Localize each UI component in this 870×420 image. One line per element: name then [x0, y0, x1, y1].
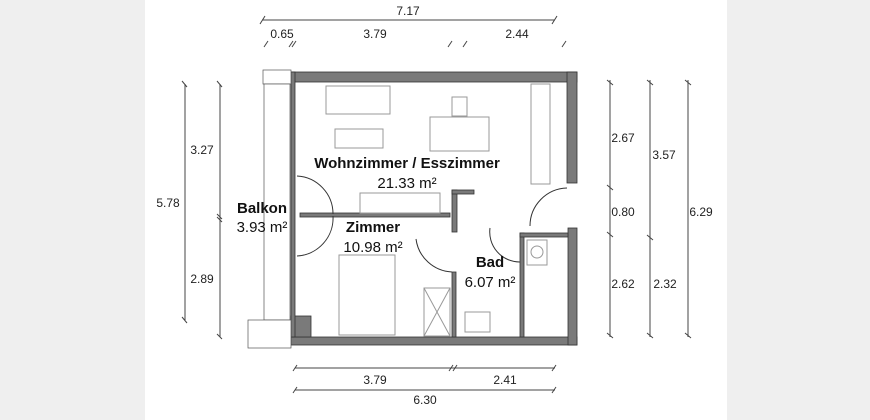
- dim-top-total: 7.17: [396, 4, 420, 18]
- walls: [290, 71, 578, 346]
- dim-right-inner-3: 2.62: [611, 277, 635, 291]
- dim-left-2: 2.89: [190, 272, 214, 286]
- dim-right-mid-2: 2.32: [653, 277, 677, 291]
- room-area-balcony: 3.93 m²: [237, 219, 288, 236]
- room-area-bath: 6.07 m²: [465, 274, 516, 291]
- room-name-balcony: Balkon: [237, 200, 287, 217]
- dim-left-1: 3.27: [190, 143, 214, 157]
- dim-bottom-total: 6.30: [413, 393, 437, 407]
- dimension-lines: [181, 15, 692, 394]
- dim-top-1: 0.65: [270, 27, 294, 41]
- dim-right-mid-1: 3.57: [652, 148, 676, 162]
- room-name-living: Wohnzimmer / Esszimmer: [314, 155, 500, 172]
- room-area-living: 21.33 m²: [377, 175, 436, 192]
- room-area-bedroom: 10.98 m²: [343, 239, 402, 256]
- room-name-bath: Bad: [476, 254, 504, 271]
- dim-right-inner-1: 2.67: [611, 131, 635, 145]
- dim-right-total: 6.29: [689, 205, 713, 219]
- balcony-railing: [247, 69, 292, 349]
- floor-plan-sheet: [145, 0, 727, 420]
- furniture: [325, 83, 551, 337]
- room-name-bedroom: Zimmer: [346, 219, 400, 236]
- dim-bottom-1: 3.79: [363, 373, 387, 387]
- dim-right-inner-2: 0.80: [611, 205, 635, 219]
- dim-top-3: 2.44: [505, 27, 529, 41]
- dim-top-2: 3.79: [363, 27, 387, 41]
- dim-bottom-2: 2.41: [493, 373, 517, 387]
- door-swings: [296, 175, 568, 273]
- dim-left-total: 5.78: [156, 196, 180, 210]
